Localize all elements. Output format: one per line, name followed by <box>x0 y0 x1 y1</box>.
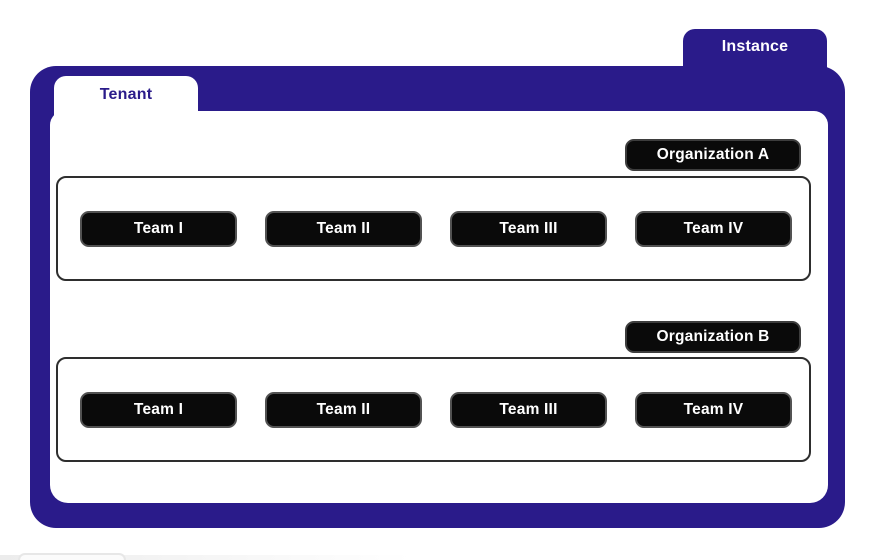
org-b-team-1-label: Team I <box>133 400 184 418</box>
org-a-team-3-label: Team III <box>499 219 558 237</box>
org-a-team-3-chip: Team III <box>450 210 607 247</box>
org-a-team-2-chip: Team II <box>265 210 422 247</box>
org-b-team-2-label: Team II <box>316 400 371 418</box>
org-b-team-3-label: Team III <box>499 400 558 418</box>
org-b-team-2-chip: Team II <box>265 391 422 428</box>
org-a-team-1-label: Team I <box>133 219 184 237</box>
organization-a-box: Team I Team II Team III Team IV <box>56 176 811 281</box>
instance-label: Instance <box>721 38 789 55</box>
organization-a-label-badge: Organization A <box>625 139 801 171</box>
organization-a-label: Organization A <box>656 146 770 163</box>
tenant-tab: Tenant <box>54 76 198 116</box>
org-a-team-4-label: Team IV <box>683 219 744 237</box>
organization-b-box: Team I Team II Team III Team IV <box>56 357 811 462</box>
org-a-team-1-chip: Team I <box>80 210 237 247</box>
organization-b-label: Organization B <box>656 328 770 345</box>
org-a-team-2-label: Team II <box>316 219 371 237</box>
org-b-team-3-chip: Team III <box>450 391 607 428</box>
org-b-team-4-label: Team IV <box>683 400 744 418</box>
org-b-team-4-chip: Team IV <box>635 391 792 428</box>
instance-tab: Instance <box>683 29 827 71</box>
cutoff-element-below <box>0 555 412 560</box>
tenant-label: Tenant <box>99 86 153 103</box>
org-a-team-4-chip: Team IV <box>635 210 792 247</box>
cutoff-tab-below <box>18 553 126 560</box>
org-b-team-1-chip: Team I <box>80 391 237 428</box>
organization-b-label-badge: Organization B <box>625 321 801 353</box>
